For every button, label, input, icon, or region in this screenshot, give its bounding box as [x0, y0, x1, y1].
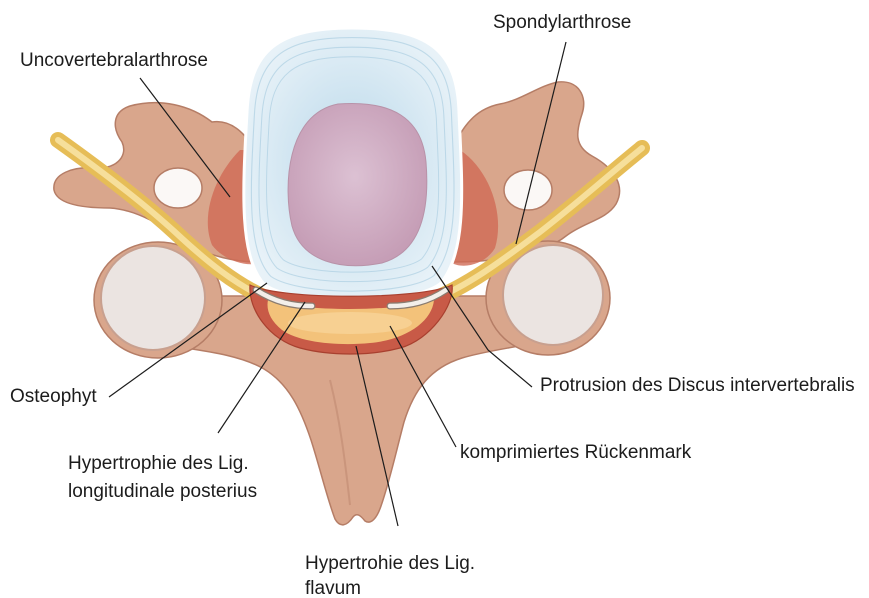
right-transverse-foramen — [504, 170, 552, 210]
label-osteophyt: Osteophyt — [10, 386, 97, 407]
label-lig-longitudinale-line1: Hypertrophie des Lig. — [68, 453, 249, 474]
label-lig-flavum-line2: flavum — [305, 578, 361, 598]
label-spondylarthrose: Spondylarthrose — [493, 12, 631, 33]
label-lig-flavum-line1: Hypertrohie des Lig. — [305, 553, 475, 574]
label-rueckenmark: komprimiertes Rückenmark — [460, 442, 692, 463]
disc-nucleus-pulposus — [288, 103, 427, 265]
left-transverse-foramen — [154, 168, 202, 208]
spinal-cord-highlight — [288, 312, 412, 334]
left-facet-joint — [101, 246, 205, 350]
label-lig-longitudinale-line2: longitudinale posterius — [68, 481, 257, 502]
label-protrusion: Protrusion des Discus intervertebralis — [540, 375, 855, 396]
right-facet-joint — [503, 245, 603, 345]
label-uncovertebralarthrose: Uncovertebralarthrose — [20, 50, 208, 71]
